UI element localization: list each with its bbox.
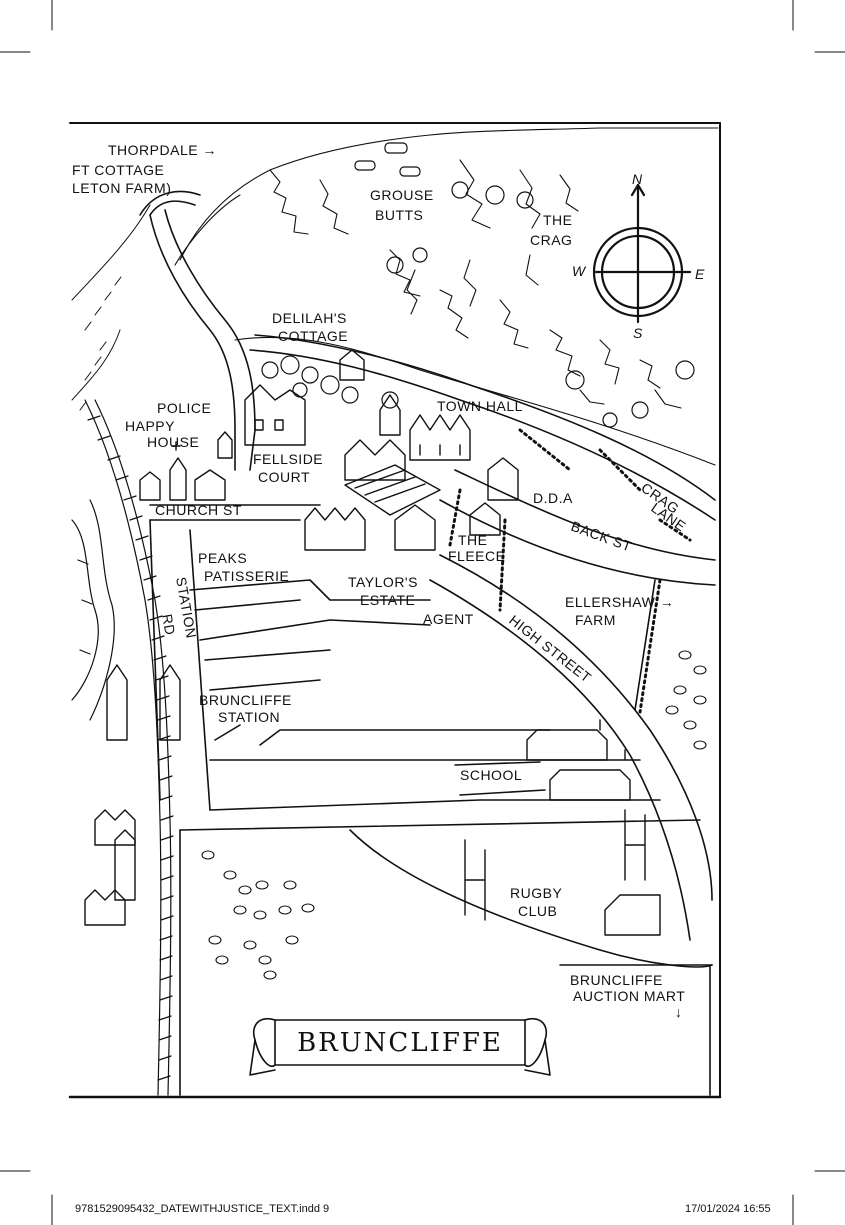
fellside-court <box>244 384 306 446</box>
left-hill <box>71 204 151 411</box>
trees <box>261 181 695 428</box>
map-frame <box>68 122 722 1099</box>
label-the-fleece-2: FLEECE <box>448 548 505 564</box>
label-club: CLUB <box>518 903 557 919</box>
title-banner <box>249 1018 551 1076</box>
happy-house <box>194 469 226 501</box>
label-the-fleece-1: THE <box>458 532 488 548</box>
label-farm-2: FARM <box>575 612 616 628</box>
sheep-in-field <box>201 650 707 980</box>
school-building <box>526 719 631 801</box>
label-delilahs: DELILAH'S <box>272 310 347 326</box>
label-station-rd-2: RD <box>159 613 178 637</box>
market-square <box>344 464 441 516</box>
roads <box>139 190 716 1096</box>
label-church-st: CHURCH ST <box>155 502 242 518</box>
label-grouse: GROUSE <box>370 187 434 203</box>
compass-west: W <box>572 263 587 279</box>
label-butts: BUTTS <box>375 207 423 223</box>
label-back-st: BACK ST <box>569 518 634 555</box>
buildings <box>84 349 661 936</box>
label-peaks: PEAKS <box>198 550 247 566</box>
label-happy: HAPPY <box>125 418 175 434</box>
the-fleece <box>394 502 501 551</box>
station-building <box>106 664 181 741</box>
compass-south: S <box>633 325 643 341</box>
footer-file-name: 9781529095432_DATEWITHJUSTICE_TEXT.indd … <box>75 1203 330 1215</box>
compass-rose <box>592 183 692 324</box>
rugby-posts <box>464 809 646 921</box>
label-town-hall: TOWN HALL <box>437 398 523 414</box>
grouse-butts <box>354 142 421 177</box>
label-taylors: TAYLOR'S <box>348 574 418 590</box>
church <box>139 441 187 501</box>
river <box>71 499 115 721</box>
dda-office <box>487 457 519 501</box>
label-court: COURT <box>258 469 310 485</box>
label-cottage-2: COTTAGE <box>278 328 348 344</box>
delilahs-cottage <box>339 349 365 381</box>
label-patisserie: PATISSERIE <box>204 568 289 584</box>
label-rugby: RUGBY <box>510 885 562 901</box>
label-the-crag-2: CRAG <box>530 232 572 248</box>
label-auction-arrow: ↓ <box>675 1004 683 1020</box>
label-cottage: FT COTTAGE <box>72 162 164 178</box>
label-auction-2: AUCTION MART <box>573 988 685 1004</box>
label-police: POLICE <box>157 400 211 416</box>
compass-east: E <box>695 266 705 282</box>
label-dda: D.D.A <box>533 490 573 506</box>
label-fellside: FELLSIDE <box>253 451 323 467</box>
label-bruncliffe-station-1: BRUNCLIFFE <box>199 692 292 708</box>
town-hall <box>409 414 471 461</box>
police-station <box>217 431 233 459</box>
label-thorpdale: THORPDALE → <box>108 142 217 158</box>
label-school: SCHOOL <box>460 767 522 783</box>
peaks-patisserie <box>304 507 366 551</box>
label-estate: ESTATE <box>360 592 415 608</box>
map-title: BRUNCLIFFE <box>297 1028 503 1058</box>
map-labels: THORPDALE → FT COTTAGE LETON FARM) GROUS… <box>72 142 705 1058</box>
label-auction-1: BRUNCLIFFE <box>570 972 663 988</box>
label-bruncliffe-station-2: STATION <box>218 709 280 725</box>
footer-timestamp: 17/01/2024 16:55 <box>685 1203 771 1215</box>
crag-hillside <box>174 127 719 466</box>
label-ellershaw: ELLERSHAW → <box>565 594 674 610</box>
label-agent: AGENT <box>423 611 474 627</box>
label-house: HOUSE <box>147 434 199 450</box>
rugby-clubhouse <box>604 894 661 936</box>
compass-north: N <box>632 171 643 187</box>
label-farm: LETON FARM) <box>72 180 171 196</box>
railway-line <box>84 399 174 1096</box>
label-the-crag-1: THE <box>543 212 573 228</box>
